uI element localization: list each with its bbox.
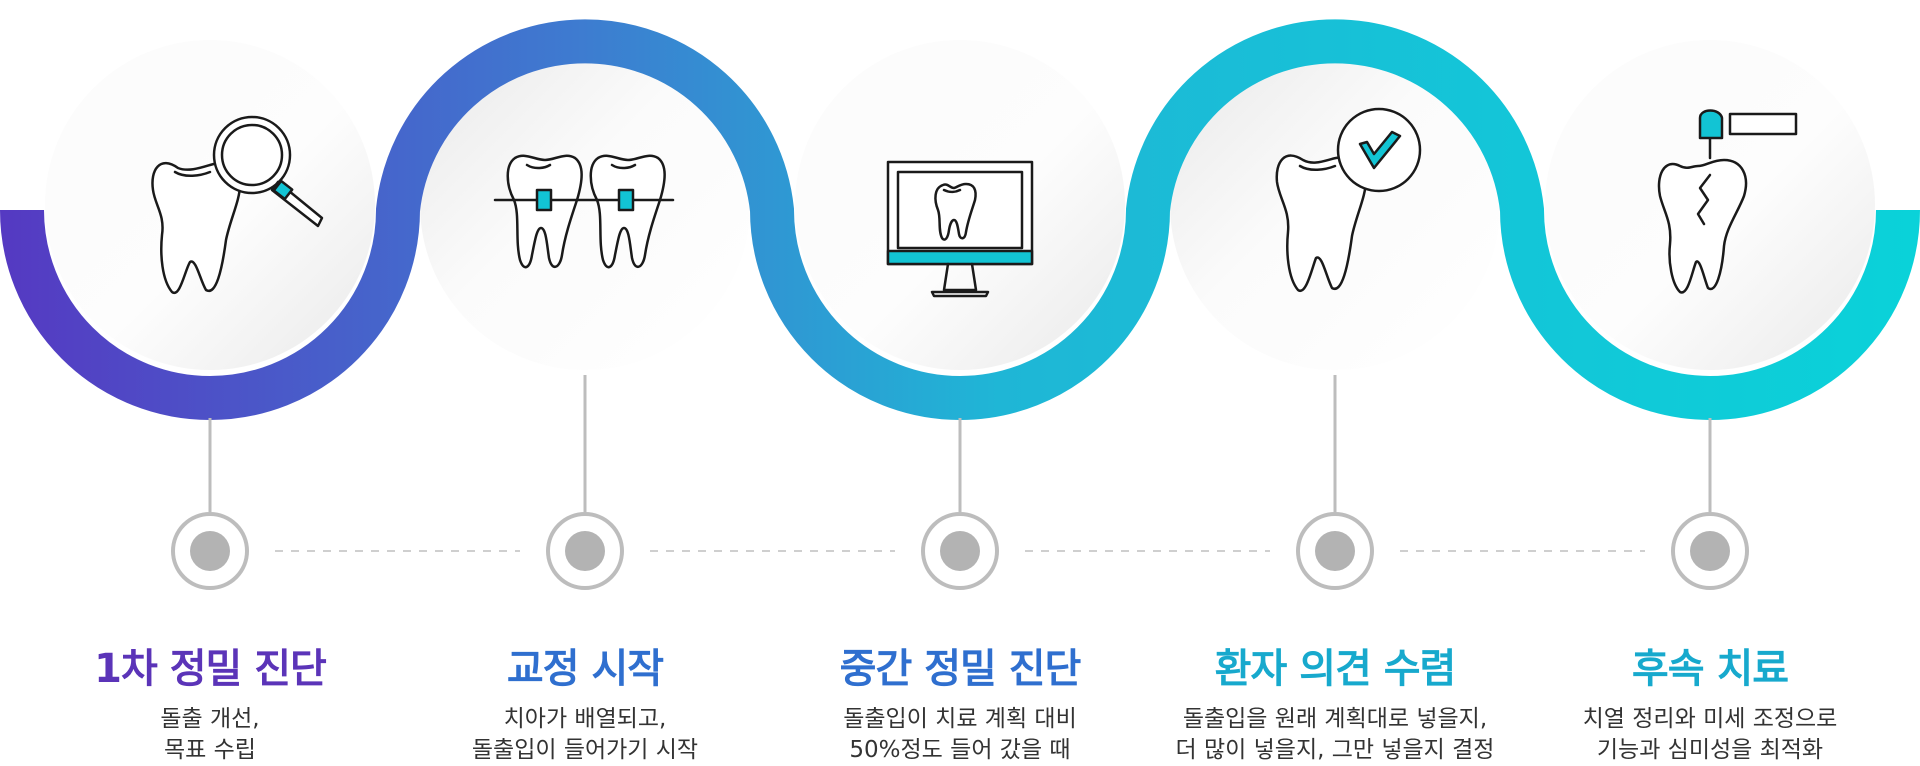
description-line: 50%정도 들어 갔을 때 [849,737,1071,763]
step-description-4: 돌출입을 원래 계획대로 넣을지, 더 많이 넣을지, 그만 넣을지 결정 [1155,704,1515,766]
step-title-3: 중간 정밀 진단 [839,646,1082,692]
timeline-node [171,512,249,590]
monitor-tooth-icon [886,160,1034,298]
step-description-5: 치열 정리와 미세 조정으로 기능과 심미성을 최적화 [1530,704,1890,766]
description-line: 목표 수립 [164,737,256,763]
description-line: 치아가 배열되고, [503,706,667,732]
teeth-braces-icon [493,154,675,269]
description-line: 돌출입이 치료 계획 대비 [843,706,1077,732]
timeline-node [1296,512,1374,590]
step-title-4: 환자 의견 수렴 [1214,646,1457,692]
connectors [208,375,1712,512]
step-description-2: 치아가 배열되고, 돌출입이 들어가기 시작 [405,704,765,766]
timeline-nodes [171,512,1749,590]
step-title-2: 교정 시작 [506,646,664,692]
step-backdrop-2 [420,40,750,370]
tooth-magnifier-icon [151,115,324,295]
tooth-check-icon [1275,107,1422,293]
description-line: 기능과 심미성을 최적화 [1596,737,1824,763]
timeline-node [921,512,999,590]
description-line: 치열 정리와 미세 조정으로 [1582,706,1838,732]
step-description-3: 돌출입이 치료 계획 대비 50%정도 들어 갔을 때 [780,704,1140,766]
timeline-node [546,512,624,590]
timeline-node [1671,512,1749,590]
description-line: 돌출입을 원래 계획대로 넣을지, [1182,706,1488,732]
tooth-polish-icon [1657,109,1798,294]
step-title-5: 후속 치료 [1631,646,1789,692]
step-title-1: 1차 정밀 진단 [94,646,327,692]
step-description-1: 돌출 개선, 목표 수립 [30,704,390,766]
description-line: 돌출 개선, [160,706,260,732]
wave-path [0,19,1920,420]
description-line: 돌출입이 들어가기 시작 [471,737,699,763]
description-line: 더 많이 넣을지, 그만 넣을지 결정 [1175,737,1495,763]
